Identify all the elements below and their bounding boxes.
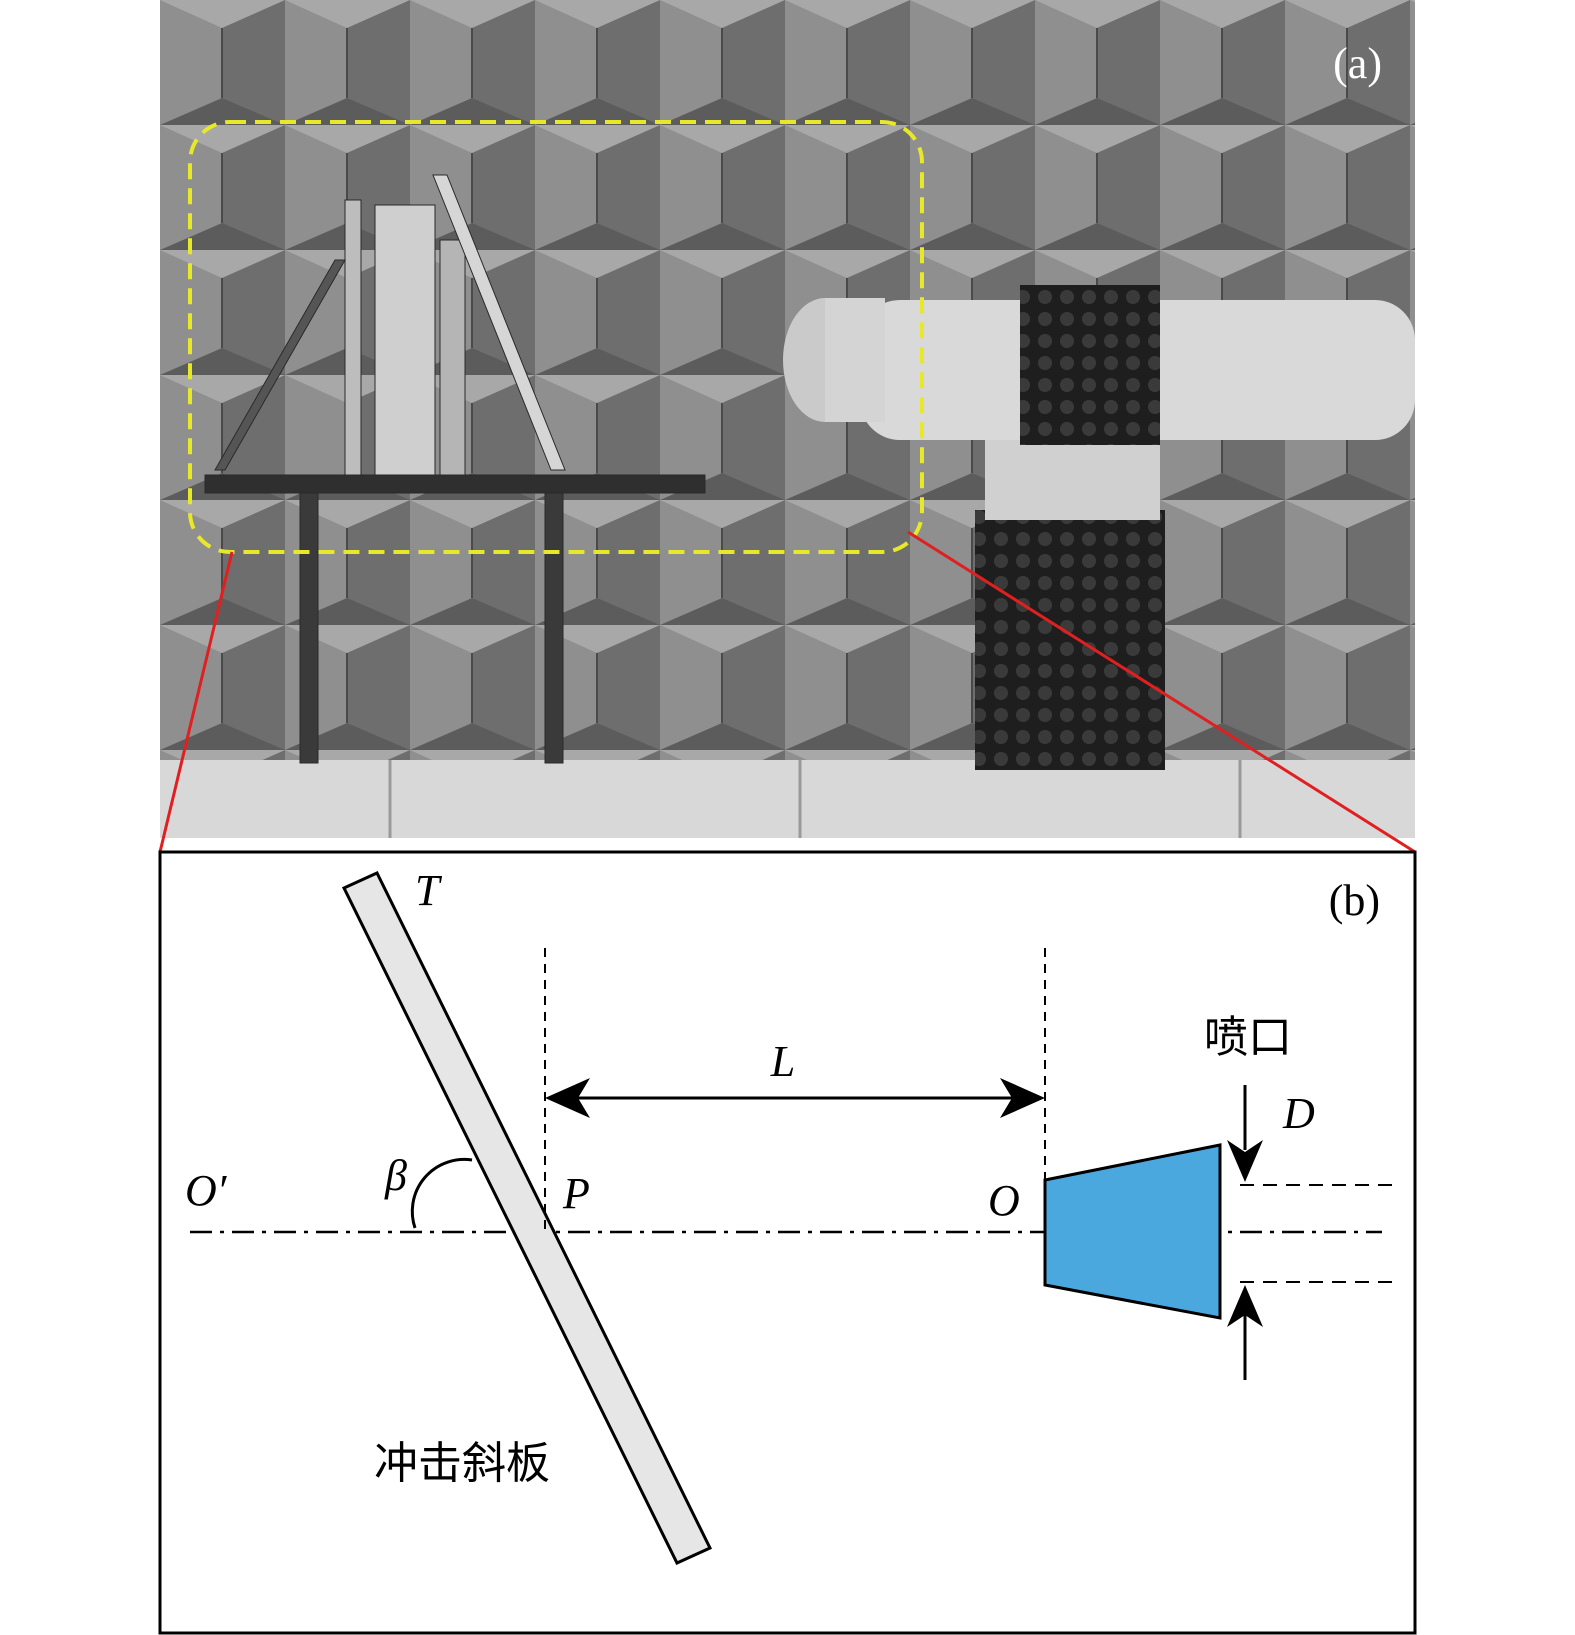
nozzle-shape <box>1043 1143 1222 1320</box>
label-beta: β <box>384 1151 407 1200</box>
panel-b-label: (b) <box>1329 876 1380 925</box>
panel-a-photo: (a) <box>160 0 1415 838</box>
label-plate: 冲击斜板 <box>374 1438 550 1489</box>
label-l: L <box>770 1037 795 1086</box>
nozzle-assembly <box>783 285 1415 770</box>
label-o: O <box>988 1176 1020 1225</box>
label-o-prime: O′ <box>185 1166 228 1215</box>
beta-angle-arc <box>410 1157 473 1229</box>
label-nozzle: 喷口 <box>1204 1012 1292 1063</box>
support-column <box>975 510 1165 770</box>
label-p: P <box>562 1169 590 1218</box>
distance-l-arrow <box>545 1078 1045 1118</box>
zoom-connectors <box>158 530 1416 854</box>
panel-b-schematic: (b) T L 喷口 D β <box>158 850 1417 1635</box>
highlight-box <box>188 120 924 554</box>
schematic-frame <box>158 850 1417 1635</box>
plate-support-frame <box>204 174 706 764</box>
label-t: T <box>415 866 443 915</box>
label-d: D <box>1282 1089 1315 1138</box>
panel-a-label: (a) <box>1333 39 1382 88</box>
inclined-impact-plate <box>341 871 713 1565</box>
diameter-d-arrows <box>1227 1085 1263 1380</box>
floor-foam-blocks <box>160 760 1415 838</box>
